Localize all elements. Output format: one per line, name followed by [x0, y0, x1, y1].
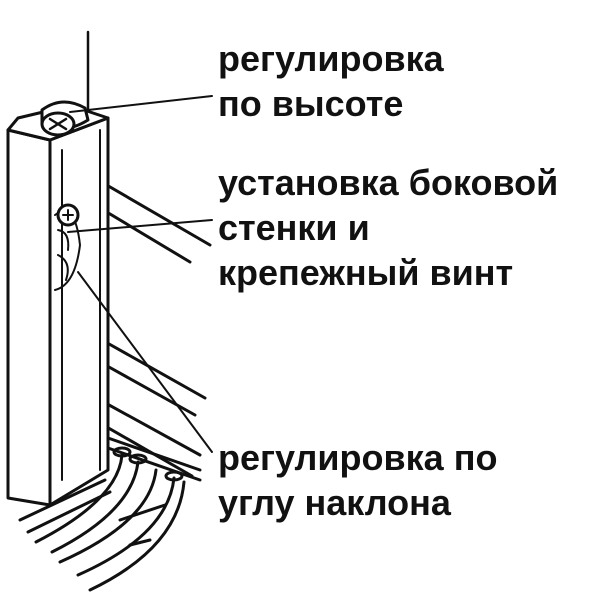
leader-height: [69, 95, 213, 113]
tilt-adjust-label: регулировка по углу наклона: [218, 435, 497, 525]
height-adjust-line-1: регулировка: [218, 38, 444, 79]
bottom-wire-grid: [18, 436, 202, 592]
height-adjust-line-2: по высоте: [218, 83, 404, 124]
side-wall-install-label: установка боковой стенки и крепежный вин…: [218, 160, 558, 295]
mounting-screw-icon: [54, 203, 81, 291]
tilt-adjust-line-2: углу наклона: [218, 482, 451, 523]
leader-tilt: [77, 271, 213, 453]
leader-lines: [67, 95, 213, 453]
side-wall-line-3: крепежный винт: [218, 252, 514, 293]
side-wall-line-2: стенки и: [218, 207, 370, 248]
vertical-post: [6, 106, 110, 507]
adjustment-screw-icon: [40, 100, 90, 137]
side-wall-line-1: установка боковой: [218, 162, 559, 203]
tilt-adjust-line-1: регулировка по: [218, 437, 498, 478]
leader-side-wall: [67, 219, 213, 233]
height-adjust-label: регулировка по высоте: [218, 36, 444, 126]
